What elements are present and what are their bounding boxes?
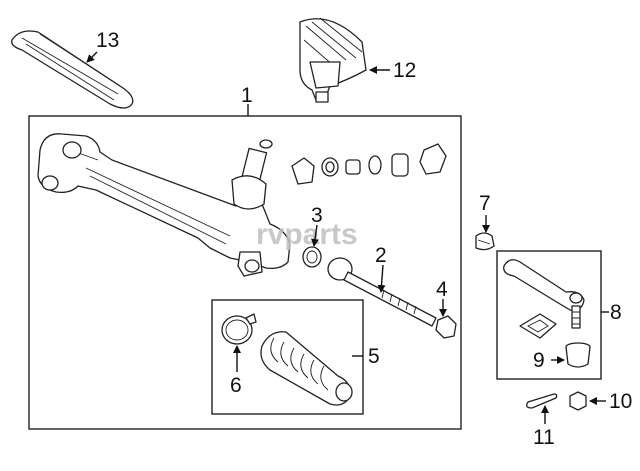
clamp-part: [475, 232, 495, 251]
watermark: rvparts: [256, 218, 358, 251]
callout-5: 5: [368, 345, 380, 368]
callout-8: 8: [610, 301, 622, 324]
jam-nut-part: [435, 315, 457, 339]
callout-12: 12: [393, 59, 416, 82]
callout-2: 2: [375, 244, 387, 267]
boot-kit-frame: [211, 299, 364, 415]
callout-3-leader: [311, 224, 319, 247]
tie-rod-end-frame: [496, 250, 602, 380]
main-assembly-frame: [28, 115, 462, 430]
boot-clamp-part: [221, 313, 257, 345]
pinion-hardware-set: [291, 143, 447, 185]
callout-11: 11: [533, 426, 555, 449]
callout-4: 4: [436, 278, 448, 301]
callout-2-leader: [377, 264, 386, 293]
heat-shield-part: [11, 30, 134, 109]
callout-10: 10: [609, 390, 632, 413]
callout-6: 6: [230, 374, 242, 397]
callout-13: 13: [96, 29, 119, 52]
callout-13-leader: [86, 51, 98, 63]
callout-1: 1: [241, 84, 253, 107]
steering-rack-housing-part: [37, 133, 291, 277]
callout-9: 9: [533, 349, 545, 372]
grommet-seal-part: [299, 17, 367, 103]
castle-nut-part: [569, 391, 587, 411]
cotter-pin-part: [526, 393, 558, 409]
ball-joint-boot-part: [565, 342, 591, 368]
callout-3: 3: [311, 204, 323, 227]
tie-rod-end-part: [503, 259, 585, 339]
callout-7: 7: [479, 192, 491, 215]
o-ring-part: [302, 246, 322, 268]
bellows-boot-part: [260, 331, 353, 406]
inner-tie-rod-part: [327, 257, 437, 327]
